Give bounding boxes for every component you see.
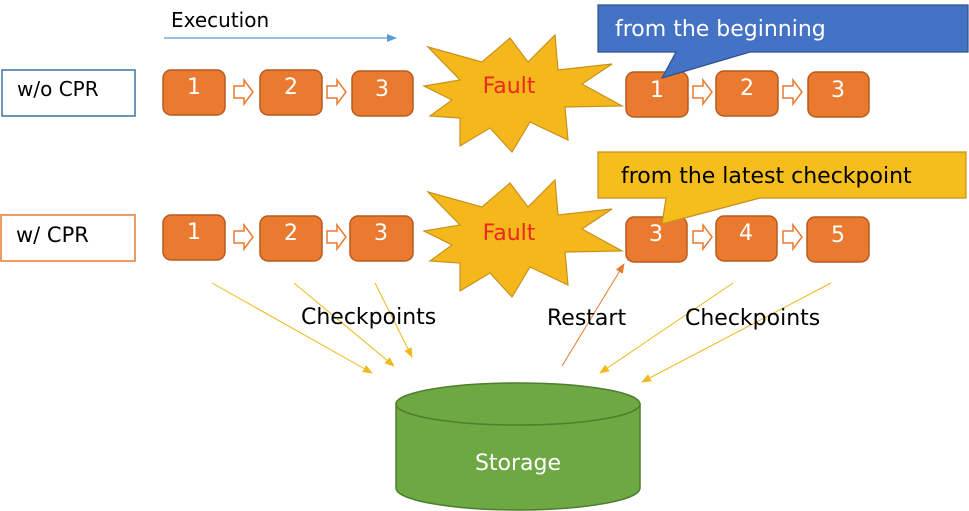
step-box — [806, 216, 870, 263]
step-label: 2 — [740, 76, 754, 101]
step-label: 2 — [284, 221, 298, 246]
callout-from-latest-checkpoint — [597, 151, 967, 225]
storage-label: Storage — [475, 451, 561, 476]
fault-label: Fault — [483, 221, 536, 246]
step-label: 5 — [831, 223, 845, 248]
step-arrow-icon — [782, 77, 803, 107]
step-box — [349, 215, 414, 262]
step-arrow-icon — [233, 77, 254, 107]
callout-from-beginning-text: from the beginning — [615, 17, 826, 42]
step-box — [625, 216, 688, 263]
checkpoints-right-label: Checkpoints — [685, 306, 820, 331]
row-label-box-without-cpr — [1, 69, 136, 117]
step-box — [625, 71, 689, 118]
step-box — [162, 69, 226, 116]
step-label: 2 — [284, 75, 298, 100]
step-label: 4 — [739, 221, 753, 246]
step-box — [807, 71, 870, 118]
step-arrow-icon — [326, 77, 347, 107]
storage-cylinder-icon — [395, 382, 641, 511]
step-label: 3 — [649, 222, 663, 247]
step-label: 1 — [187, 220, 201, 245]
row-label-with-cpr: w/ CPR — [16, 223, 89, 247]
fault-label: Fault — [483, 74, 536, 99]
restart-arrow — [561, 263, 625, 367]
checkpoints-left-label: Checkpoints — [301, 305, 436, 330]
step-box — [259, 69, 323, 116]
step-label: 3 — [375, 77, 389, 102]
checkpoint-arrows-right — [599, 282, 832, 383]
restart-label: Restart — [547, 306, 626, 331]
step-label: 3 — [831, 78, 845, 103]
step-arrow-icon — [326, 222, 347, 252]
step-box — [259, 215, 323, 262]
callout-from-beginning — [597, 4, 969, 79]
step-arrow-icon — [782, 222, 803, 252]
checkpoint-arrows-left — [211, 282, 413, 374]
row-without-cpr: w/o CPR 1 2 3 Fault 1 2 3 from the begin… — [1, 4, 969, 153]
fault-burst-icon — [422, 33, 625, 153]
step-box — [162, 214, 226, 261]
step-arrow-icon — [692, 222, 713, 252]
step-label: 1 — [650, 78, 664, 103]
row-with-cpr: w/ CPR 1 2 3 Fault 3 4 5 from the latest… — [0, 151, 967, 298]
step-box — [715, 70, 779, 117]
row-label-without-cpr: w/o CPR — [17, 77, 99, 101]
fault-burst-icon — [422, 178, 625, 298]
step-box — [351, 70, 414, 117]
step-label: 1 — [187, 75, 201, 100]
execution-label: Execution — [171, 8, 269, 32]
callout-from-latest-checkpoint-text: from the latest checkpoint — [621, 164, 912, 189]
step-arrow-icon — [233, 222, 254, 252]
step-arrow-icon — [692, 77, 713, 107]
row-label-box-with-cpr — [0, 214, 136, 262]
step-label: 3 — [374, 221, 388, 246]
step-box — [715, 215, 778, 262]
